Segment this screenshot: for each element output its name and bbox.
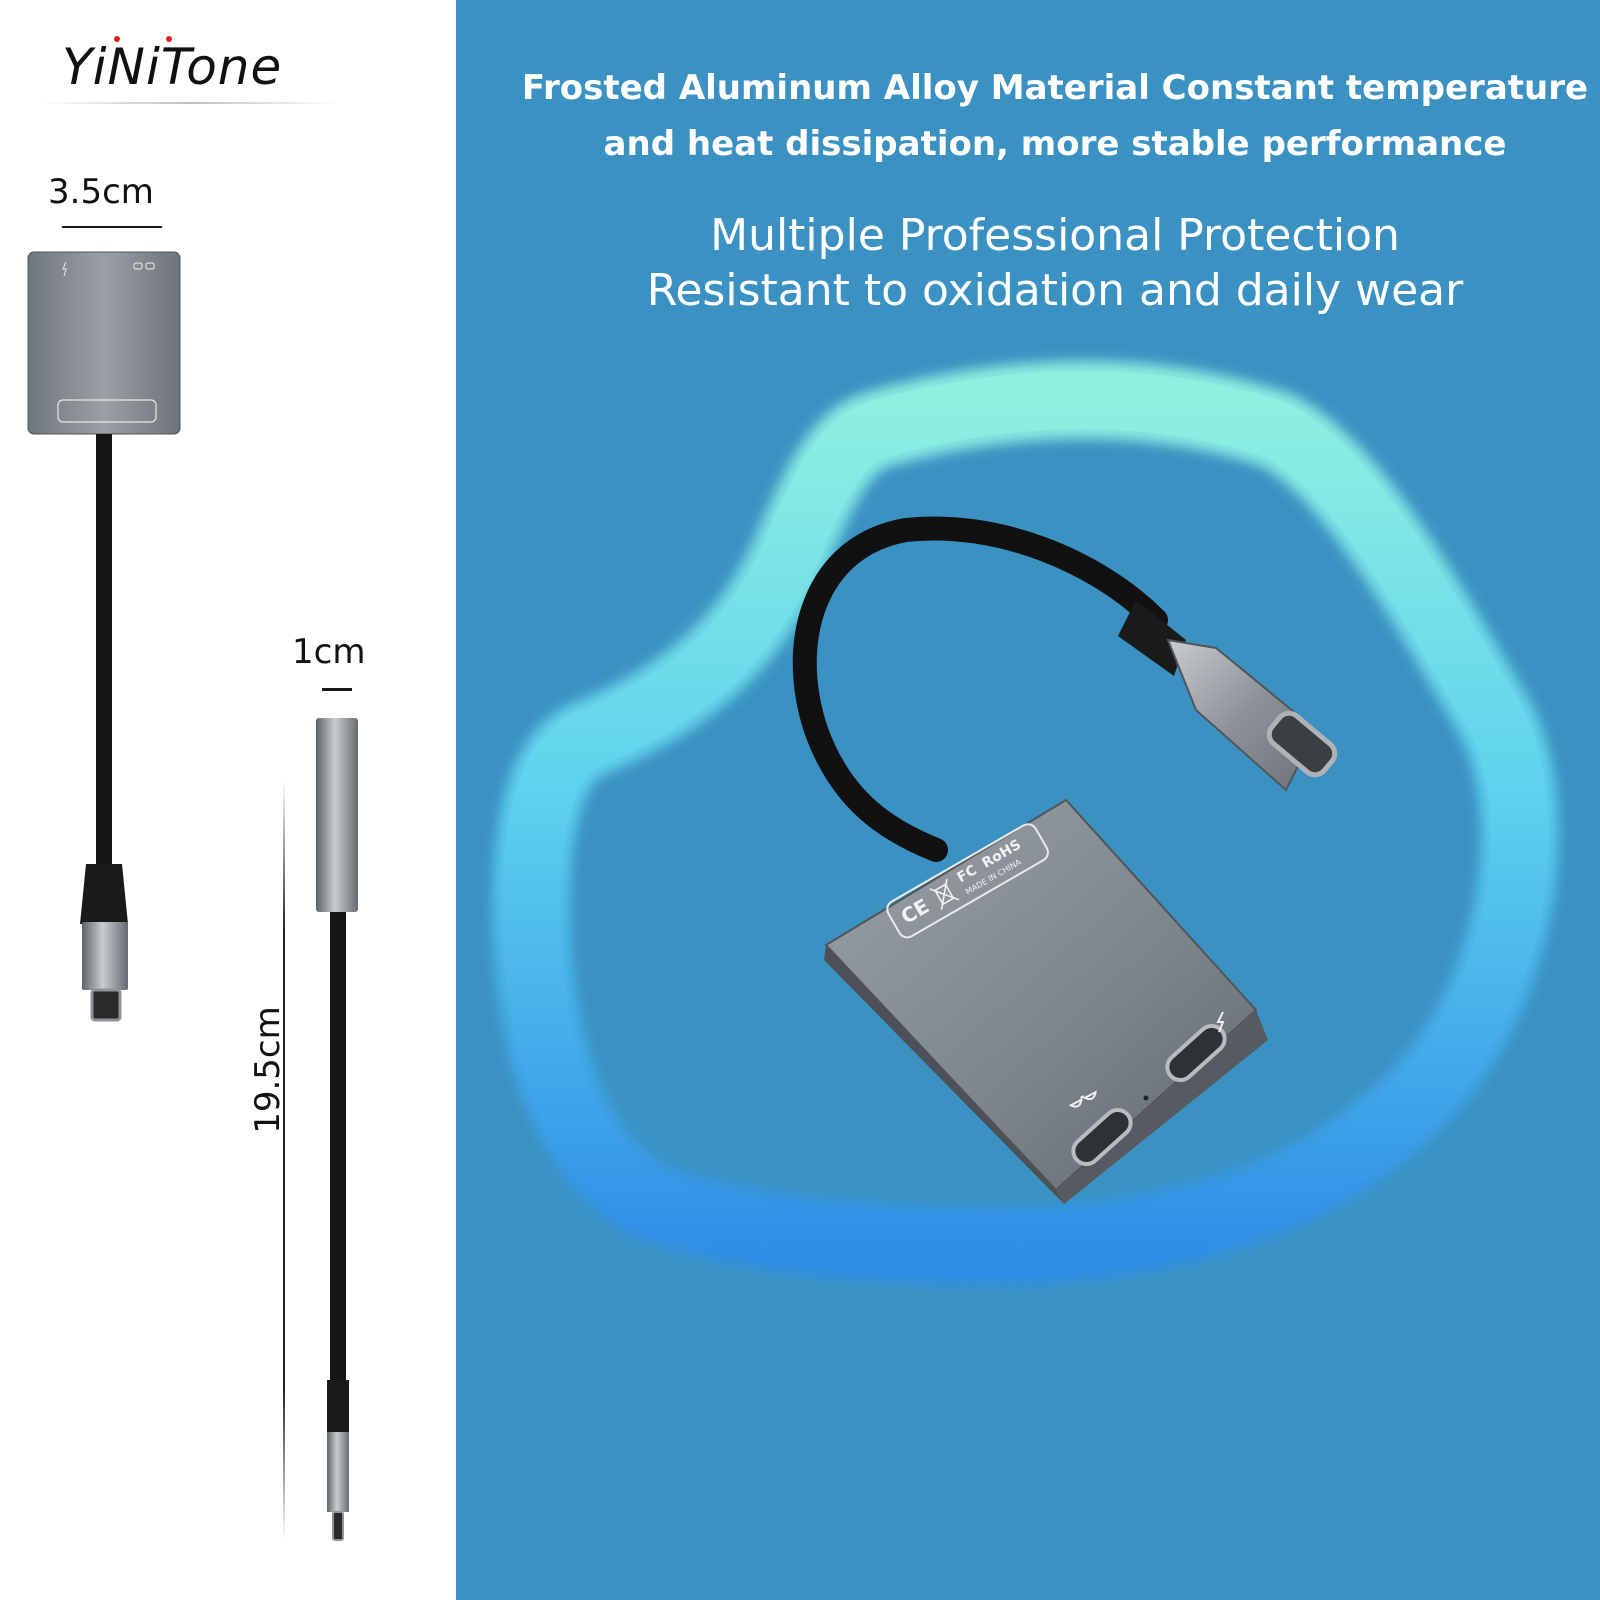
brand-logo-signal-icon xyxy=(114,36,120,42)
plug-width-line xyxy=(322,688,352,691)
adapter-width-label: 3.5cm xyxy=(48,172,154,212)
cable-length-line xyxy=(283,780,285,1540)
adapter-top-face xyxy=(824,798,1258,1192)
usb-c-plug-tip xyxy=(1266,710,1338,778)
usb-c-plug-tip xyxy=(90,988,122,1022)
feature-subheadline: Multiple Professional Protection Resista… xyxy=(500,208,1600,318)
audio-cable-strain-relief xyxy=(327,1380,349,1434)
weee-bin-icon xyxy=(929,878,960,910)
audio-cable-side-view xyxy=(316,718,358,1541)
brand-logo: YiNiTone xyxy=(62,36,283,96)
audio-plug-housing xyxy=(327,1432,349,1512)
usb-c-audio-port xyxy=(1071,1107,1133,1167)
dimensions-panel: YiNiTone 3.5cm 1cm 19.5cm xyxy=(0,0,456,1600)
cable-strain-relief xyxy=(80,864,128,924)
cable-strain-relief xyxy=(1118,600,1186,676)
left-product-illustrations xyxy=(27,251,358,1541)
headphone-glasses-icon xyxy=(133,262,155,270)
shield-product-illustration: CE FC RoHS MADE IN CHINA xyxy=(492,361,1559,1286)
feature-subheadline-line-1: Multiple Professional Protection xyxy=(710,210,1400,261)
adapter-certification-label xyxy=(57,399,157,423)
feature-subheadline-line-2: Resistant to oxidation and daily wear xyxy=(646,265,1464,316)
plug-width-label: 1cm xyxy=(292,632,366,672)
feature-panel: CE FC RoHS MADE IN CHINA xyxy=(456,0,1600,1600)
shield-ring xyxy=(502,371,1549,1276)
feature-headline: Frosted Aluminum Alloy Material Constant… xyxy=(500,60,1600,172)
feature-headline-line-2: and heat dissipation, more stable perfor… xyxy=(603,124,1507,164)
logo-underline xyxy=(40,102,340,104)
brand-logo-signal-icon xyxy=(166,36,172,42)
headphone-glasses-icon xyxy=(1068,1090,1097,1108)
feature-headline-line-1: Frosted Aluminum Alloy Material Constant… xyxy=(521,68,1589,108)
adapter-top-view xyxy=(27,251,181,435)
charging-bolt-icon xyxy=(62,261,67,277)
usb-c-plug-housing xyxy=(82,922,128,990)
adapter-cable xyxy=(792,516,1168,862)
indicator-hole xyxy=(1143,1095,1149,1101)
audio-plug-tip xyxy=(332,1511,344,1541)
audio-jack-housing xyxy=(316,718,358,912)
brand-logo-text: YiNiTone xyxy=(62,38,283,96)
adapter-width-line xyxy=(62,226,162,228)
adapter-cable xyxy=(96,434,112,864)
audio-cable xyxy=(330,912,346,1386)
adapter-body xyxy=(27,251,181,435)
charging-bolt-icon xyxy=(1216,1011,1225,1033)
adapter-box: CE FC RoHS MADE IN CHINA xyxy=(824,798,1268,1204)
usb-c-charging-port xyxy=(1165,1023,1227,1083)
adapter-side-edge xyxy=(824,945,1064,1204)
adapter-front-edge xyxy=(1056,1010,1268,1204)
